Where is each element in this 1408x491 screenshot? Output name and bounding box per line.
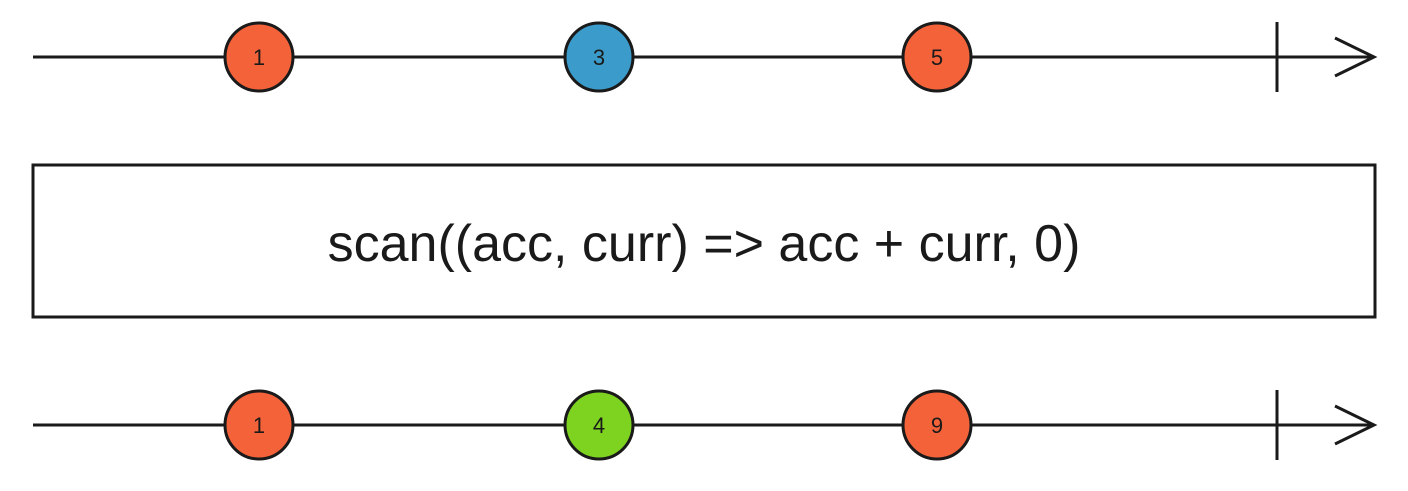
input-marble: 1 [223,21,295,93]
output-marble-label: 9 [931,413,943,438]
output-marble-label: 1 [253,413,265,438]
output-marble: 1 [223,389,295,461]
operator-box: scan((acc, curr) => acc + curr, 0) [31,163,1377,319]
input-marble-label: 1 [253,45,265,70]
operator-box-frame [31,163,1377,319]
input-marble-circle [901,21,973,93]
output-marble: 4 [563,389,635,461]
output-arrowhead-icon [1334,404,1378,446]
output-marble-circle [223,389,295,461]
input-timeline: 1 3 5 [33,21,1378,93]
output-marbles: 1 4 9 [223,389,973,461]
output-timeline: 1 4 9 [33,389,1378,461]
input-marble-circle [563,21,635,93]
input-marble-label: 5 [931,45,943,70]
input-marble-label: 3 [593,45,605,70]
input-marbles: 1 3 5 [223,21,973,93]
output-marble-circle [901,389,973,461]
output-marble-circle [563,389,635,461]
input-marble: 3 [563,21,635,93]
input-arrowhead-icon [1334,36,1378,78]
input-marble-circle [223,21,295,93]
input-marble: 5 [901,21,973,93]
output-marble-label: 4 [593,413,605,438]
output-marble: 9 [901,389,973,461]
operator-label: scan((acc, curr) => acc + curr, 0) [328,215,1081,273]
